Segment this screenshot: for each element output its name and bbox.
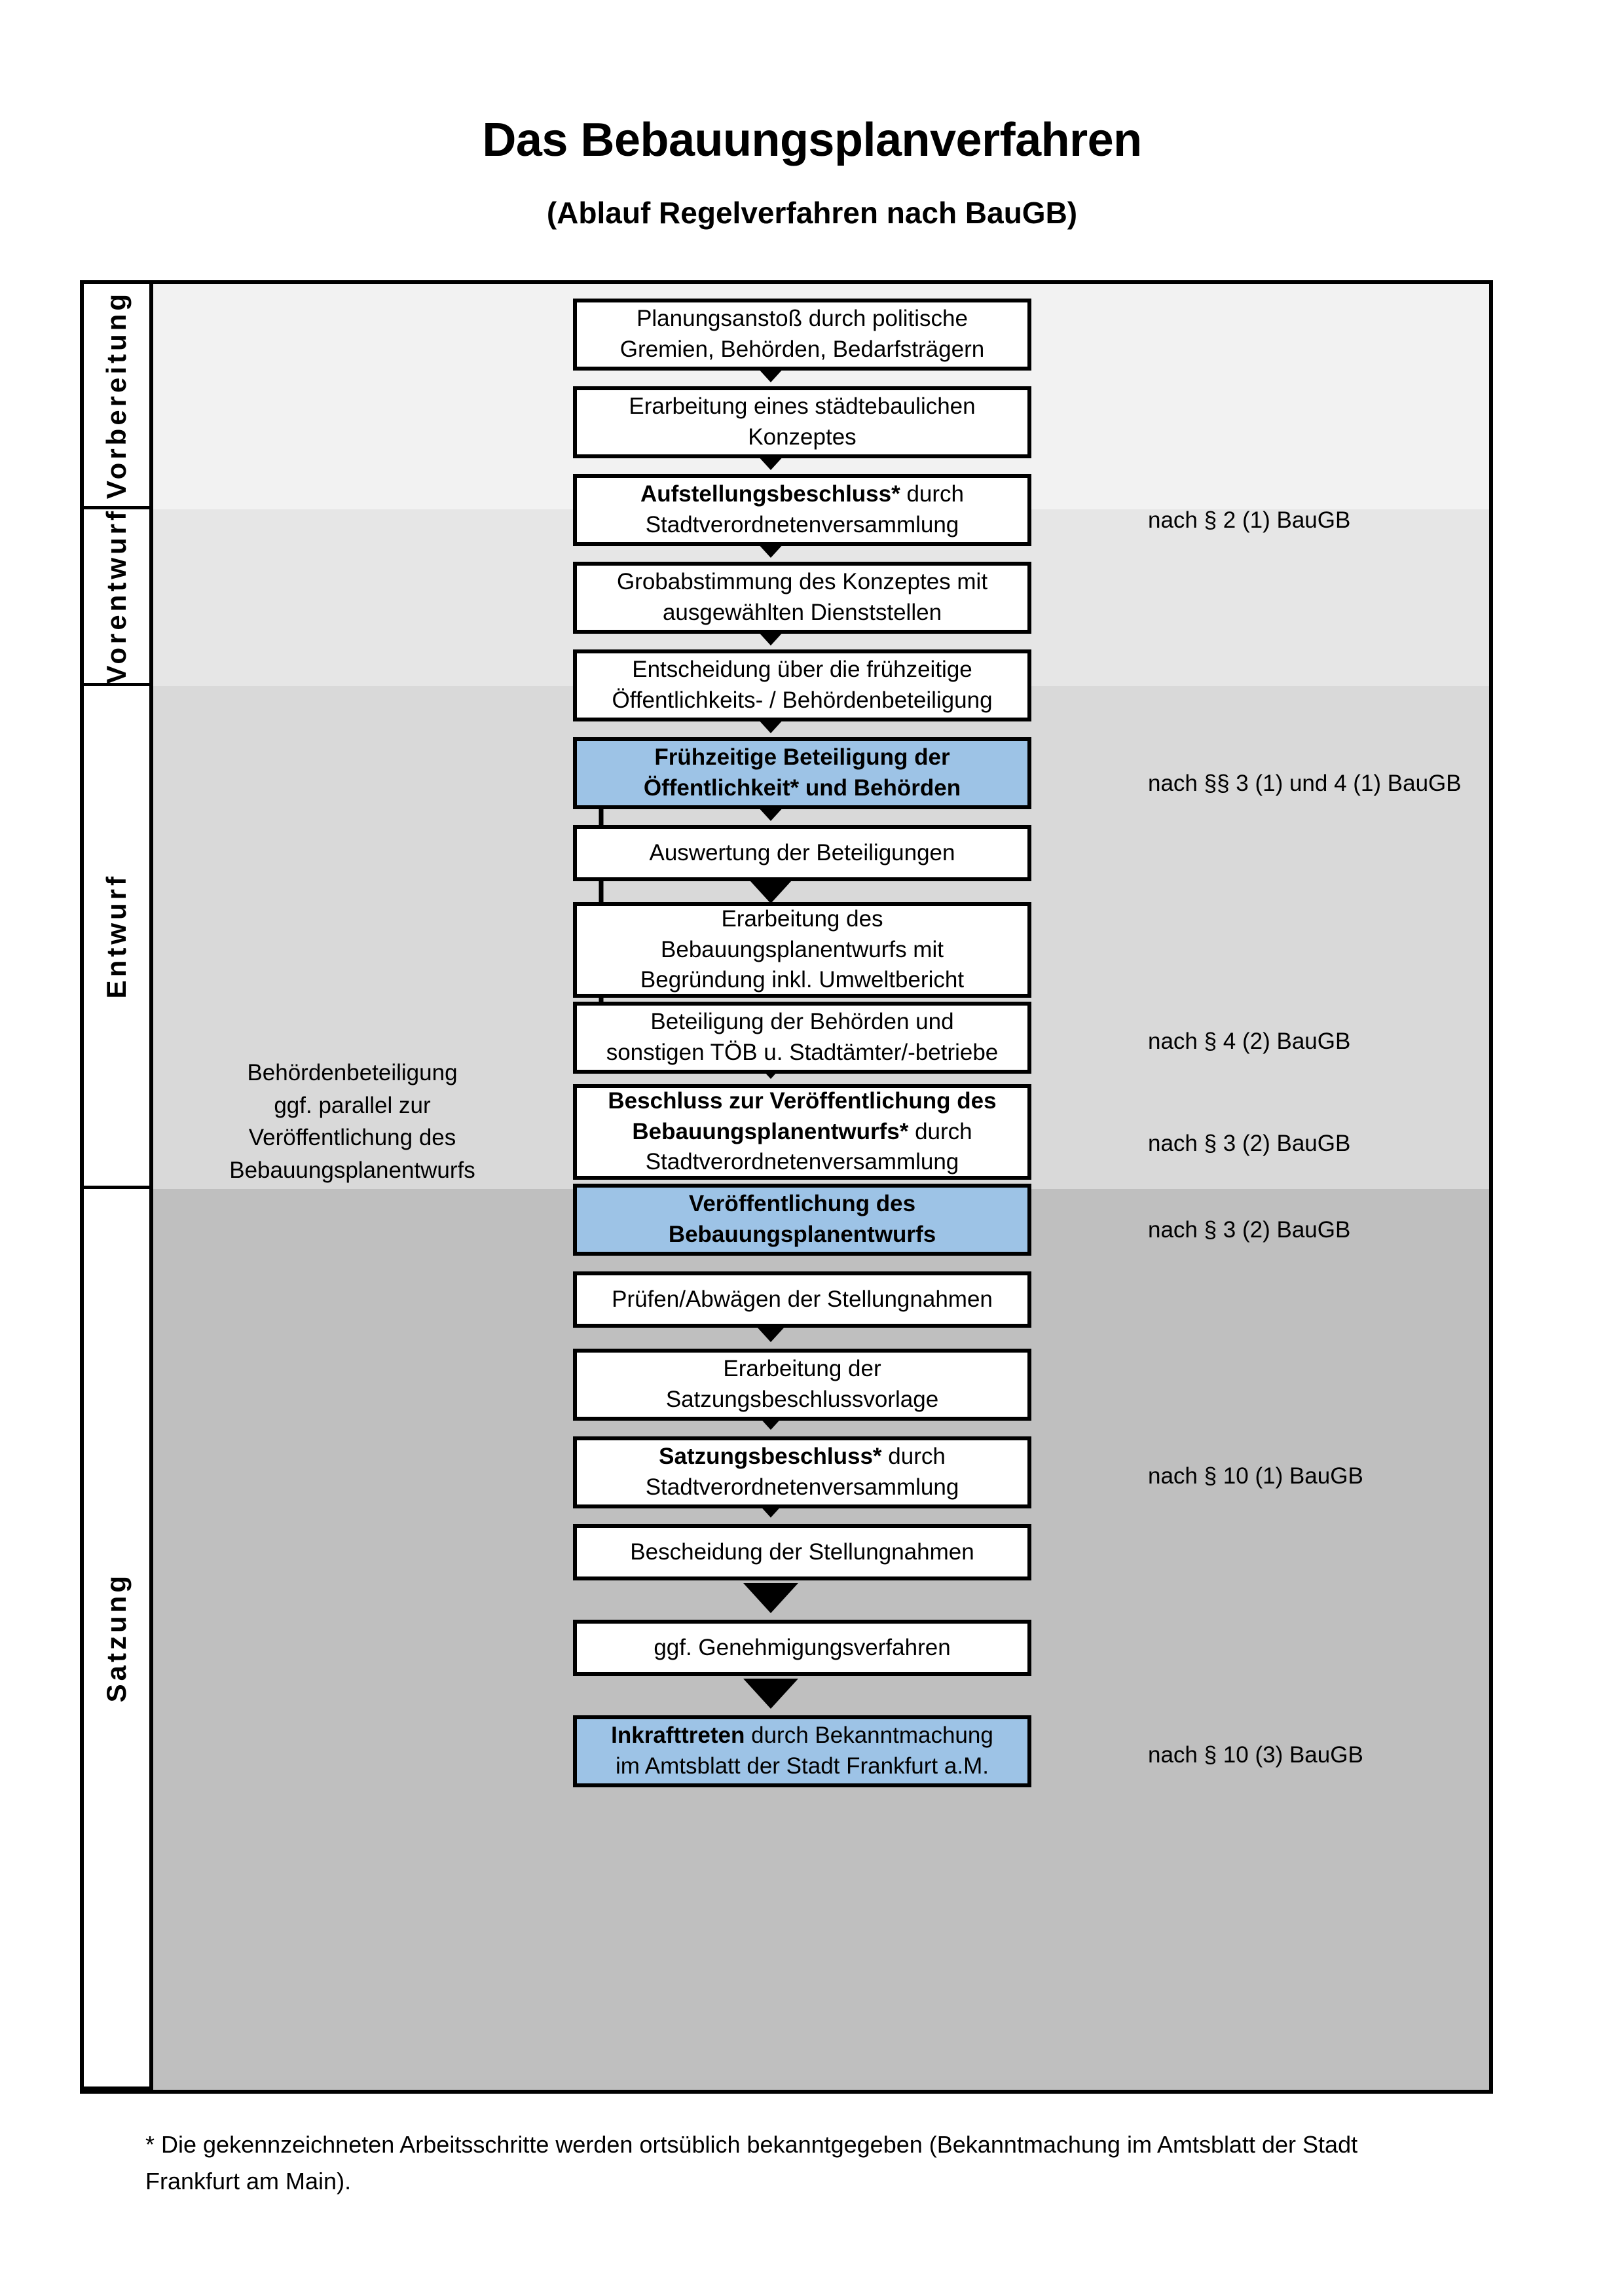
statute-reference-paragraph-3-2-b: nach § 3 (2) BauGB xyxy=(1148,1217,1351,1243)
box-line: durch xyxy=(900,481,965,507)
box-line: Veröffentlichung des xyxy=(688,1191,916,1217)
process-box-staedtebauliches-konzept[interactable]: Erarbeitung eines städtebaulichen Konzep… xyxy=(573,386,1031,458)
statute-reference-paragraph-10-1: nach § 10 (1) BauGB xyxy=(1148,1463,1363,1489)
box-line: durch xyxy=(908,1118,972,1144)
box-line-bold: Inkrafttreten xyxy=(611,1722,745,1749)
process-box-pruefen-abwaegen[interactable]: Prüfen/Abwägen der Stellungnahmen xyxy=(573,1271,1031,1328)
box-line: ausgewählten Dienststellen xyxy=(662,600,942,625)
phase-label-vorbereitung: Vorbereitung xyxy=(84,284,153,509)
page-header: Das Bebauungsplanverfahren (Ablauf Regel… xyxy=(0,0,1624,228)
box-line: Entscheidung über die frühzeitige xyxy=(632,657,972,683)
process-box-beschluss-veroeffentlichung[interactable]: Beschluss zur Veröffentlichung des Bebau… xyxy=(573,1084,1031,1180)
side-note-line: Behördenbeteiligung xyxy=(247,1060,458,1085)
box-line-bold: Bebauungsplanentwurfs* xyxy=(632,1118,909,1144)
process-box-auswertung-beteiligungen[interactable]: Auswertung der Beteiligungen xyxy=(573,825,1031,881)
box-line: Bebauungsplanentwurfs xyxy=(668,1222,936,1247)
box-line: Stadtverordnetenversammlung xyxy=(645,1474,959,1500)
side-note-line: Bebauungsplanentwurfs xyxy=(229,1157,475,1184)
box-line: Satzungsbeschlussvorlage xyxy=(665,1387,939,1412)
phase-label-vorentwurf: Vorentwurf xyxy=(84,508,153,686)
process-box-bescheidung-stellungnahmen[interactable]: Bescheidung der Stellungnahmen xyxy=(573,1524,1031,1580)
side-note-behoerdenbeteiligung: Behördenbeteiligung ggf. parallel zur Ve… xyxy=(182,1057,523,1187)
flowchart-frame: Vorbereitung Vorentwurf Entwurf Satzung xyxy=(80,280,1493,2094)
box-line: Grobabstimmung des Konzeptes mit xyxy=(616,569,988,595)
process-box-inkrafttreten[interactable]: Inkrafttreten durch Bekanntmachung im Am… xyxy=(573,1715,1031,1787)
box-line-bold: Aufstellungsbeschluss* xyxy=(640,481,900,507)
process-box-erarbeitung-bebauungsplanentwurf[interactable]: Erarbeitung des Bebauungsplanentwurfs mi… xyxy=(573,902,1031,998)
process-box-veroeffentlichung-entwurf[interactable]: Veröffentlichung des Bebauungsplanentwur… xyxy=(573,1184,1031,1256)
box-line: Frühzeitige Beteiligung der xyxy=(654,744,950,771)
process-box-grobabstimmung[interactable]: Grobabstimmung des Konzeptes mit ausgewä… xyxy=(573,562,1031,634)
process-box-fruehzeitige-beteiligung[interactable]: Frühzeitige Beteiligung der Öffentlichke… xyxy=(573,737,1031,809)
box-line: Erarbeitung des xyxy=(721,905,883,932)
page-title: Das Bebauungsplanverfahren xyxy=(482,114,1142,166)
box-line: Prüfen/Abwägen der Stellungnahmen xyxy=(612,1286,993,1312)
box-line: Stadtverordnetenversammlung xyxy=(645,1149,959,1175)
statute-reference-paragraph-3-1-4-1: nach §§ 3 (1) und 4 (1) BauGB xyxy=(1148,771,1462,796)
box-line: Erarbeitung eines städtebaulichen xyxy=(629,393,976,420)
statute-reference-paragraph-2-1: nach § 2 (1) BauGB xyxy=(1148,507,1351,533)
process-box-satzungsbeschluss[interactable]: Satzungsbeschluss* durch Stadtverordnete… xyxy=(573,1436,1031,1508)
footnote-line: Frankfurt am Main). xyxy=(145,2167,352,2195)
process-box-aufstellungsbeschluss[interactable]: Aufstellungsbeschluss* durch Stadtverord… xyxy=(573,474,1031,546)
box-line: Planungsanstoß durch politische xyxy=(637,306,968,332)
box-line: Konzeptes xyxy=(748,424,857,450)
phase-label-satzung: Satzung xyxy=(84,1189,153,2090)
box-line: Bebauungsplanentwurfs mit xyxy=(661,936,944,962)
box-line: Begründung inkl. Umweltbericht xyxy=(640,967,965,993)
box-line: sonstigen TÖB u. Stadtämter/-betriebe xyxy=(606,1040,999,1065)
box-line: im Amtsblatt der Stadt Frankfurt a.M. xyxy=(616,1753,989,1779)
box-line: Stadtverordnetenversammlung xyxy=(645,512,959,538)
box-line: Bescheidung der Stellungnahmen xyxy=(630,1539,974,1565)
box-line: Gremien, Behörden, Bedarfsträgern xyxy=(619,337,985,362)
process-box-erarbeitung-satzungsvorlage[interactable]: Erarbeitung der Satzungsbeschlussvorlage xyxy=(573,1349,1031,1421)
side-note-line: ggf. parallel zur xyxy=(274,1092,431,1118)
box-line: Öffentlichkeits- / Behördenbeteiligung xyxy=(612,687,993,713)
footnote-line: * Die gekennzeichneten Arbeitsschritte w… xyxy=(145,2131,1358,2158)
process-box-planungsanstoss[interactable]: Planungsanstoß durch politische Gremien,… xyxy=(573,299,1031,371)
phase-label-entwurf: Entwurf xyxy=(84,686,153,1189)
box-line-bold: Satzungsbeschluss* xyxy=(659,1444,882,1470)
box-line: Erarbeitung der xyxy=(723,1356,881,1382)
box-line-bold: Beschluss zur Veröffentlichung des xyxy=(608,1087,997,1114)
side-note-line: Veröffentlichung des xyxy=(248,1125,456,1151)
statute-reference-paragraph-10-3: nach § 10 (3) BauGB xyxy=(1148,1742,1363,1768)
process-box-beteiligung-behoerden-toeb[interactable]: Beteiligung der Behörden und sonstigen T… xyxy=(573,1002,1031,1074)
flow-connector-arrow xyxy=(743,1679,798,1709)
process-box-genehmigungsverfahren[interactable]: ggf. Genehmigungsverfahren xyxy=(573,1620,1031,1676)
footnote: * Die gekennzeichneten Arbeitsschritte w… xyxy=(145,2126,1494,2200)
box-line: Auswertung der Beteiligungen xyxy=(649,839,955,866)
box-line: Beteiligung der Behörden und xyxy=(650,1009,954,1035)
page-subtitle: (Ablauf Regelverfahren nach BauGB) xyxy=(546,196,1078,230)
box-line: durch Bekanntmachung xyxy=(745,1722,993,1749)
box-line: ggf. Genehmigungsverfahren xyxy=(654,1634,951,1660)
box-line: Öffentlichkeit* und Behörden xyxy=(643,775,961,801)
process-box-entscheidung-fruehzeitige-beteiligung[interactable]: Entscheidung über die frühzeitige Öffent… xyxy=(573,649,1031,721)
box-line: durch xyxy=(881,1444,946,1470)
flow-connector-arrow xyxy=(743,1583,798,1613)
statute-reference-paragraph-3-2-a: nach § 3 (2) BauGB xyxy=(1148,1131,1351,1156)
statute-reference-paragraph-4-2: nach § 4 (2) BauGB xyxy=(1148,1029,1351,1054)
